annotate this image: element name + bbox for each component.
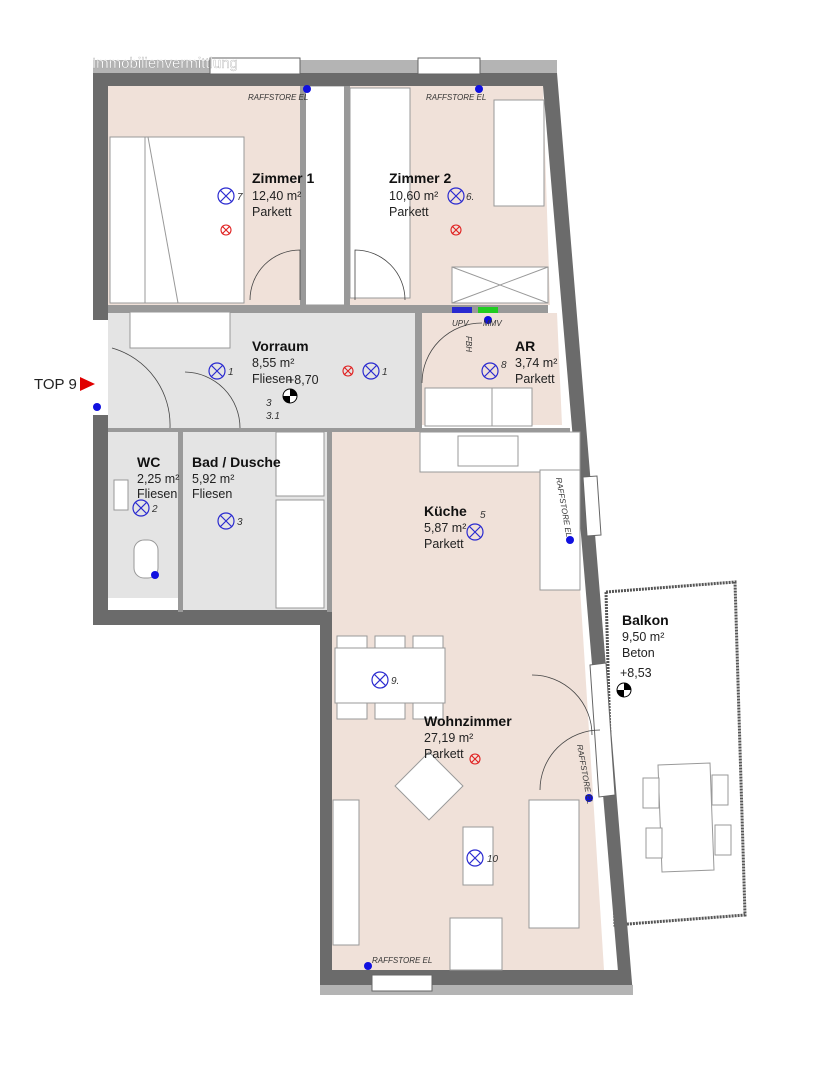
circuit-numbers: 7 6. 1 1 3 3.1 8 2 3 5 9. 10	[151, 192, 507, 865]
unit-label: TOP 9	[34, 376, 77, 393]
svg-text:2,25 m²: 2,25 m²	[137, 472, 179, 486]
svg-text:Vorraum: Vorraum	[252, 338, 309, 354]
watermark: Immobilienvermittlung	[92, 55, 238, 72]
entrance-marker-icon	[80, 377, 95, 391]
svg-text:3,74 m²: 3,74 m²	[515, 356, 557, 370]
svg-text:3: 3	[237, 517, 243, 528]
label-ar: AR 3,74 m² Parkett	[515, 338, 557, 386]
level-marker-vorraum	[282, 388, 298, 404]
svg-text:Bad / Dusche: Bad / Dusche	[192, 454, 281, 470]
svg-text:8,55 m²: 8,55 m²	[252, 356, 294, 370]
svg-text:7: 7	[237, 192, 243, 203]
window-wohnzimmer	[371, 974, 433, 992]
svg-text:Zimmer 1: Zimmer 1	[252, 170, 314, 186]
svg-text:10,60 m²: 10,60 m²	[389, 189, 438, 203]
svg-text:Parkett: Parkett	[515, 372, 555, 386]
furniture	[109, 87, 732, 971]
svg-text:3.1: 3.1	[266, 411, 280, 422]
svg-text:+8,70: +8,70	[287, 373, 319, 387]
label-vorraum: Vorraum 8,55 m² Fliesen +8,70	[252, 338, 319, 387]
svg-text:8: 8	[501, 360, 507, 371]
svg-text:1: 1	[228, 367, 234, 378]
raffstore-label-zimmer1: RAFFSTORE EL	[248, 93, 308, 102]
svg-text:+8,53: +8,53	[620, 666, 652, 680]
svg-text:Parkett: Parkett	[424, 537, 464, 551]
level-marker-balkon	[616, 682, 632, 698]
raffstore-label-wohnzimmer: RAFFSTORE EL	[372, 956, 432, 965]
svg-text:Fliesen: Fliesen	[252, 372, 292, 386]
doors	[111, 249, 601, 791]
svg-text:5,87 m²: 5,87 m²	[424, 521, 466, 535]
corridor-wardrobe-floor	[304, 85, 346, 306]
label-wohnzimmer: Wohnzimmer 27,19 m² Parkett	[424, 713, 512, 761]
label-balkon: Balkon 9,50 m² Beton +8,53	[620, 612, 669, 680]
svg-text:Fliesen: Fliesen	[137, 487, 177, 501]
svg-text:Parkett: Parkett	[252, 205, 292, 219]
raffstore-label-zimmer2: RAFFSTORE EL	[426, 93, 486, 102]
label-zimmer1: Zimmer 1 12,40 m² Parkett	[252, 170, 314, 219]
upv-label: UPV	[452, 319, 469, 328]
window-zimmer2	[417, 57, 481, 75]
svg-text:27,19 m²: 27,19 m²	[424, 731, 473, 745]
svg-text:5: 5	[480, 510, 486, 521]
svg-text:AR: AR	[515, 338, 535, 354]
svg-text:9,50 m²: 9,50 m²	[622, 630, 664, 644]
svg-text:1: 1	[382, 367, 388, 378]
svg-text:WC: WC	[137, 454, 160, 470]
svg-text:2: 2	[151, 504, 158, 515]
svg-text:5,92 m²: 5,92 m²	[192, 472, 234, 486]
window-kueche	[582, 475, 602, 537]
room-wc-floor	[108, 432, 178, 598]
balcony-door	[589, 662, 616, 798]
label-zimmer2: Zimmer 2 10,60 m² Parkett	[389, 170, 451, 219]
window-zimmer1	[209, 57, 301, 75]
svg-text:3: 3	[266, 398, 272, 409]
mmv-label: MMV	[483, 319, 502, 328]
fbh-label: FBH	[464, 336, 473, 352]
svg-text:Fliesen: Fliesen	[192, 487, 232, 501]
svg-text:Küche: Küche	[424, 503, 467, 519]
svg-text:Balkon: Balkon	[622, 612, 669, 628]
svg-text:Zimmer 2: Zimmer 2	[389, 170, 451, 186]
svg-text:Parkett: Parkett	[424, 747, 464, 761]
svg-text:Parkett: Parkett	[389, 205, 429, 219]
svg-text:Wohnzimmer: Wohnzimmer	[424, 713, 512, 729]
label-bad: Bad / Dusche 5,92 m² Fliesen	[192, 454, 281, 501]
svg-text:10: 10	[487, 854, 499, 865]
label-kueche: Küche 5,87 m² Parkett	[424, 503, 467, 551]
svg-text:9.: 9.	[391, 676, 399, 687]
label-wc: WC 2,25 m² Fliesen	[137, 454, 179, 501]
svg-text:6.: 6.	[466, 192, 474, 203]
light-fixtures	[93, 85, 593, 970]
svg-text:Beton: Beton	[622, 646, 655, 660]
svg-text:12,40 m²: 12,40 m²	[252, 189, 301, 203]
